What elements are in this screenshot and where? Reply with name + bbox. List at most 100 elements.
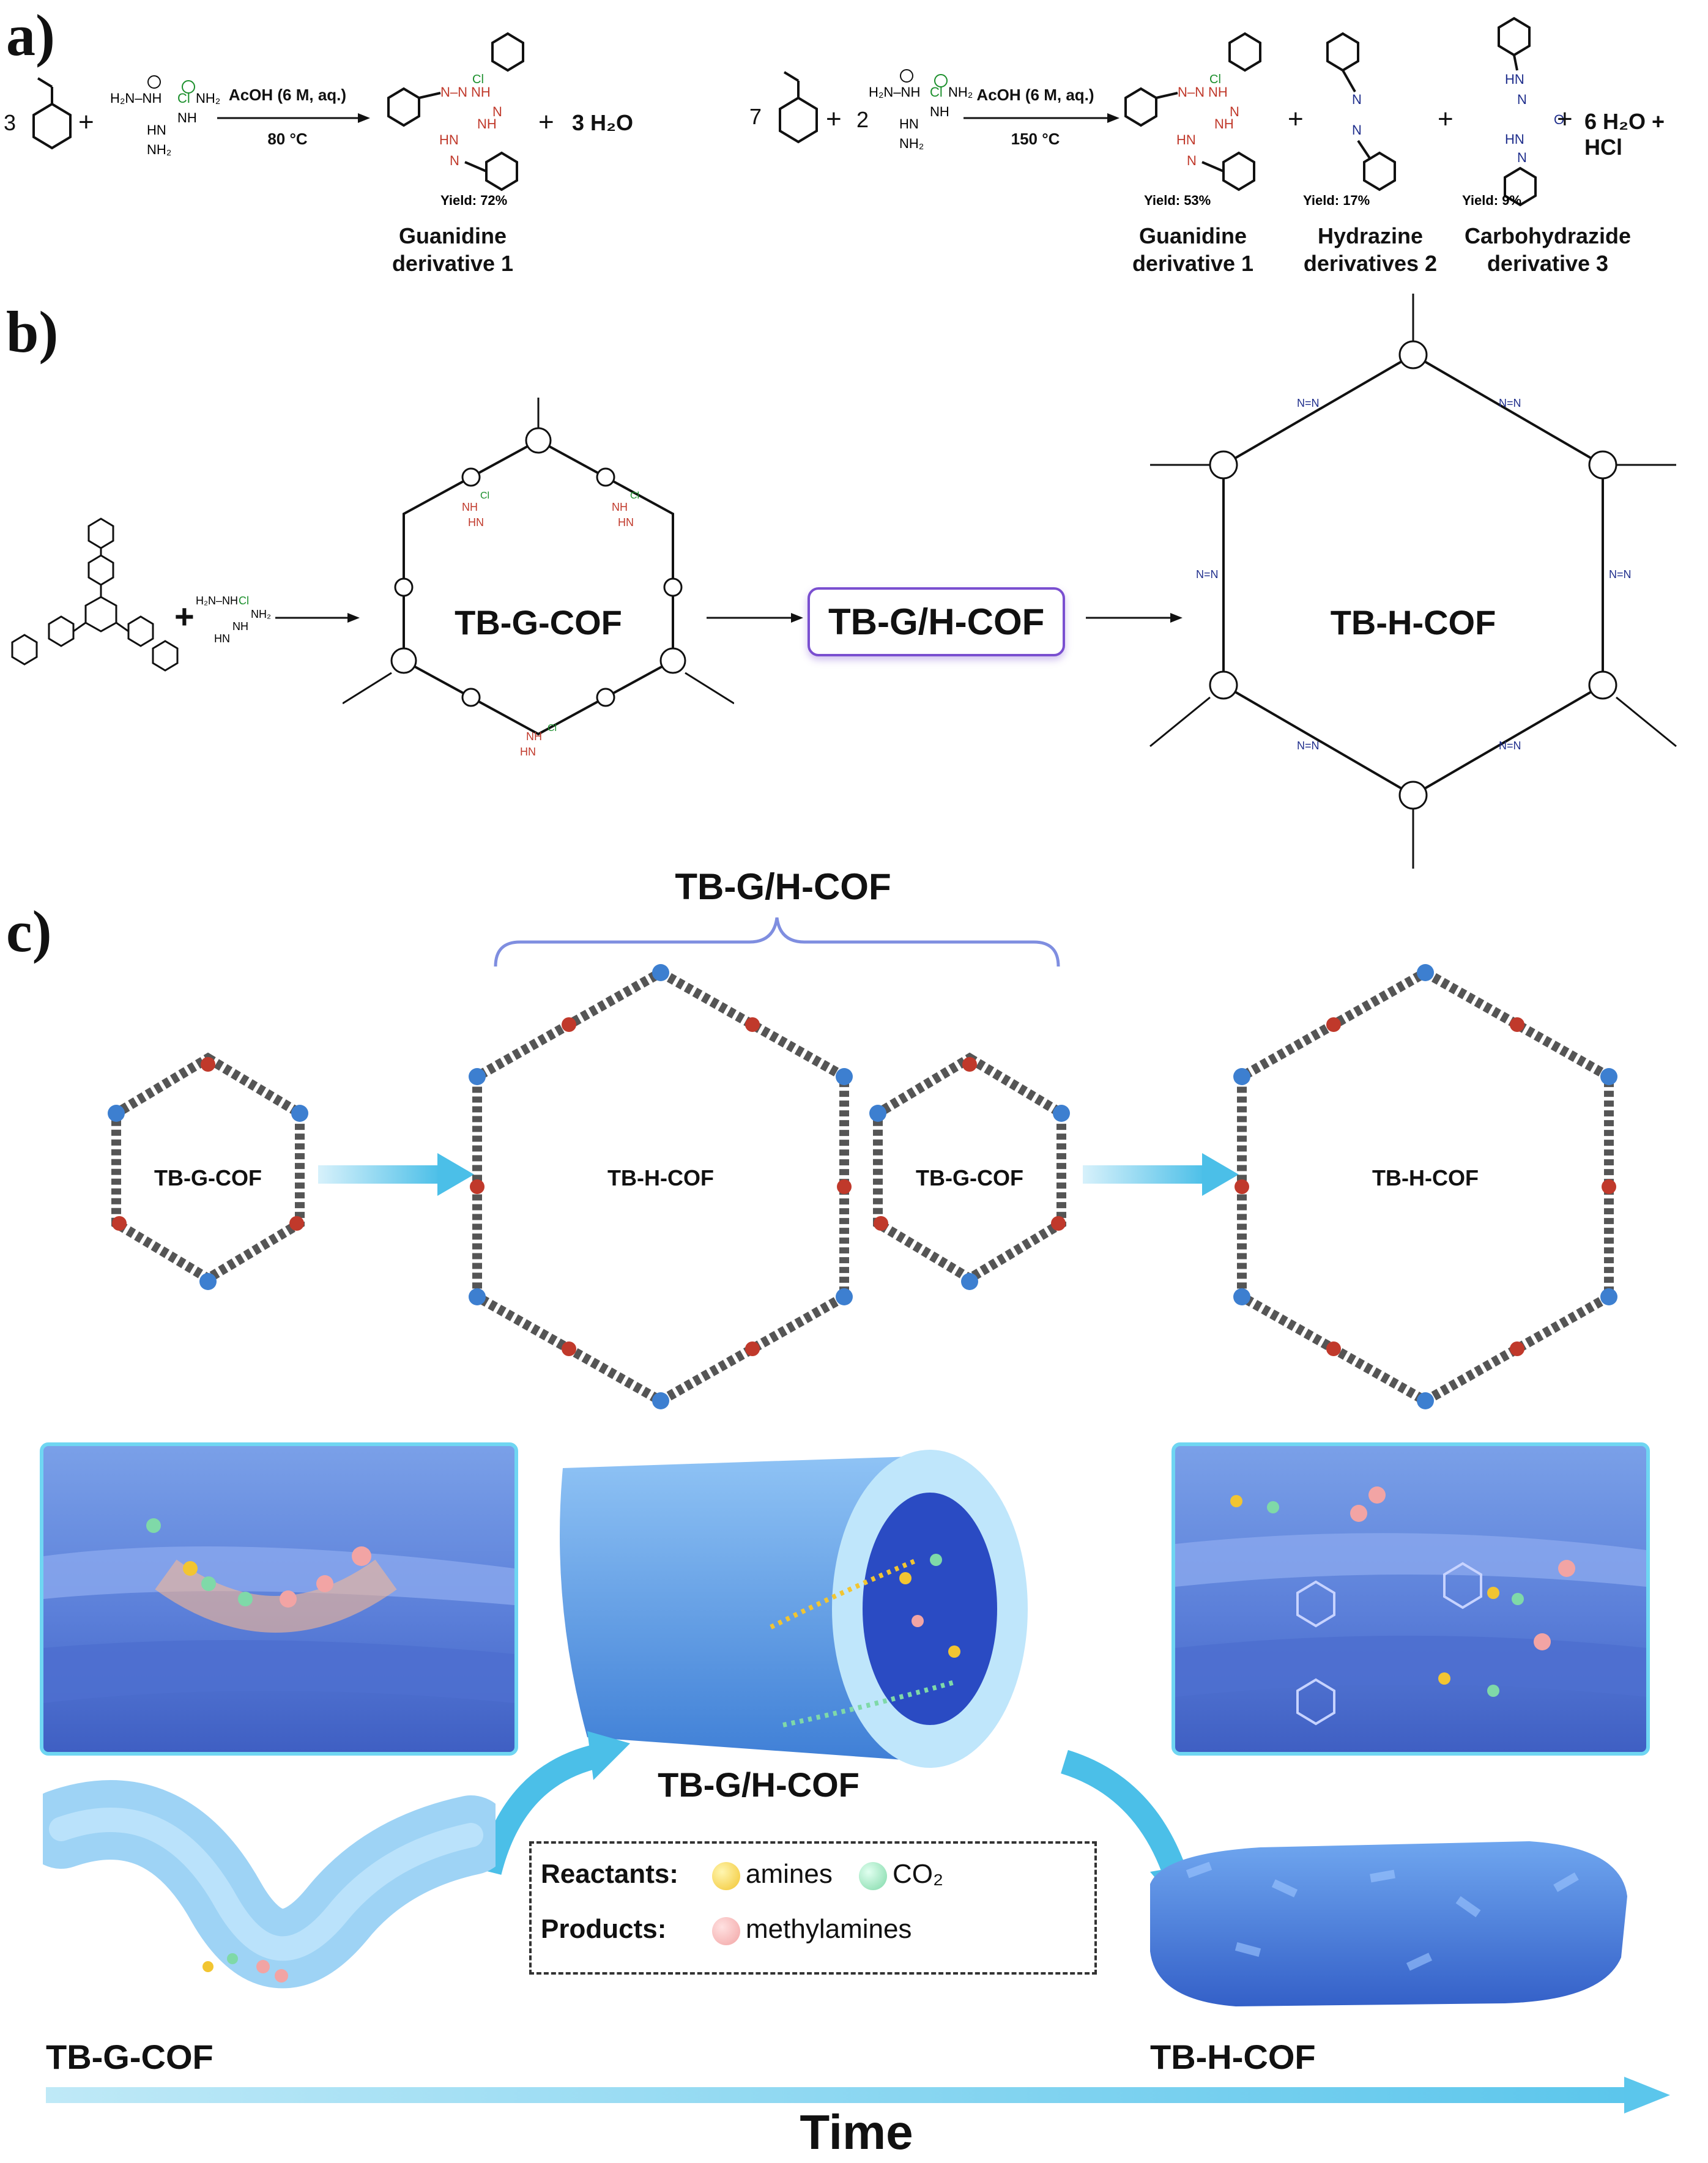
- tb-h-cof-molecular-model-2: [1233, 964, 1617, 1409]
- svg-text:N: N: [1230, 104, 1239, 119]
- caption-guanidine-2-line1: Guanidine: [1138, 223, 1247, 248]
- caption-guanidine-2-line2: derivative 1: [1132, 251, 1254, 276]
- benzaldehyde-structure-1: [32, 77, 72, 150]
- svg-text:N: N: [1352, 92, 1362, 107]
- bottom-label-tb-g-cof: TB-G-COF: [46, 2038, 214, 2076]
- svg-text:NH: NH: [1214, 116, 1234, 132]
- svg-text:N–N: N–N: [440, 84, 467, 100]
- time-arrow-shaft: [46, 2087, 1636, 2103]
- svg-text:NH: NH: [930, 104, 949, 119]
- svg-text:Yield: 72%: Yield: 72%: [440, 193, 507, 208]
- svg-text:N=N: N=N: [1499, 397, 1521, 409]
- svg-text:NH: NH: [477, 116, 497, 132]
- svg-text:N=N: N=N: [1499, 740, 1521, 752]
- tb-g-cof-tube: [43, 1780, 496, 1989]
- caption-carbohydrazide-line2: derivative 3: [1487, 251, 1609, 276]
- legend-products-label: Products:: [541, 1914, 667, 1944]
- svg-text:H₂N–NH: H₂N–NH: [196, 595, 238, 607]
- tb-g-cof-label-1: TB-G-COF: [154, 1165, 262, 1190]
- reaction-arrow-1: [217, 113, 370, 123]
- plus-sign: +: [826, 104, 842, 134]
- plus-sign: +: [1438, 104, 1454, 134]
- svg-text:HN: HN: [1505, 132, 1524, 147]
- plus-sign: +: [538, 107, 554, 137]
- svg-text:N: N: [450, 153, 459, 168]
- svg-text:NH: NH: [462, 501, 478, 513]
- svg-text:N: N: [1352, 122, 1362, 138]
- tb-h-cof-block: [1150, 1841, 1627, 2006]
- tb-g-cof-label-2: TB-G-COF: [916, 1165, 1023, 1190]
- svg-text:HN: HN: [1505, 72, 1524, 87]
- svg-text:N–N: N–N: [1178, 84, 1205, 100]
- tb-gh-cof-boxed-label: TB-G/H-COF: [808, 587, 1066, 656]
- panel-label-b: b): [6, 299, 59, 365]
- condition-r1-bottom: 80 °C: [267, 130, 308, 148]
- legend-co2: CO₂: [893, 1859, 944, 1889]
- svg-text:Cl: Cl: [239, 595, 249, 607]
- reaction-arrow-b1: [275, 613, 360, 623]
- svg-text:Cl: Cl: [177, 91, 190, 106]
- coef-benzaldehyde-1: 3: [4, 110, 17, 135]
- coef-benzaldehyde-2: 7: [749, 104, 762, 129]
- amine-sphere-icon: [712, 1862, 740, 1890]
- hydrazine-derivative-2-structure: N N Yield: 17%: [1303, 32, 1396, 208]
- co2-sphere-icon: [859, 1862, 887, 1890]
- tb-h-cof-label-1: TB-H-COF: [607, 1165, 714, 1190]
- guanidine-derivative-1-structure: N–N NH Cl N NH HN N Yield: 72%: [387, 32, 524, 208]
- svg-text:HN: HN: [147, 122, 166, 138]
- svg-text:HN: HN: [214, 633, 230, 645]
- svg-text:Cl: Cl: [1209, 73, 1221, 86]
- svg-text:Cl: Cl: [548, 723, 557, 733]
- arrow-gcof-to-hcof-1: [318, 1153, 474, 1196]
- caption-guanidine-1-line1: Guanidine: [398, 223, 507, 248]
- svg-text:N=N: N=N: [1297, 740, 1320, 752]
- legend-reactants-label: Reactants:: [541, 1859, 678, 1889]
- svg-text:H₂N–NH: H₂N–NH: [869, 84, 920, 100]
- triformyl-monomer-structure: [11, 518, 179, 672]
- svg-text:Yield: 53%: Yield: 53%: [1144, 193, 1211, 208]
- legend-amines: amines: [746, 1859, 833, 1889]
- byproduct-water-1: 3 H₂O: [572, 110, 634, 135]
- svg-text:N: N: [1187, 153, 1197, 168]
- curved-arrow-up: [477, 1731, 630, 1875]
- bottom-label-tb-h-cof: TB-H-COF: [1150, 2038, 1316, 2076]
- svg-text:HN: HN: [618, 516, 634, 529]
- svg-text:N: N: [492, 104, 502, 119]
- svg-text:N=N: N=N: [1196, 568, 1219, 581]
- svg-text:NH₂: NH₂: [147, 142, 171, 157]
- svg-text:HN: HN: [468, 516, 484, 529]
- plus-sign: +: [1288, 104, 1304, 134]
- legend-box: Reactants: amines CO₂ Products: methylam…: [529, 1841, 1097, 1975]
- svg-text:Cl: Cl: [630, 491, 639, 501]
- tb-h-cof-molecular-model-1: [469, 964, 853, 1409]
- inset-tb-g-cof-layers: [40, 1442, 518, 1756]
- caption-hydrazine-line2: derivatives 2: [1303, 251, 1438, 276]
- svg-text:NH₂: NH₂: [196, 91, 220, 106]
- tb-h-cof-label-2: TB-H-COF: [1372, 1165, 1479, 1190]
- svg-text:NH: NH: [471, 84, 491, 100]
- condition-r2-bottom: 150 °C: [1011, 130, 1060, 148]
- time-axis-label: Time: [800, 2105, 913, 2159]
- svg-text:NH: NH: [232, 620, 248, 633]
- tb-g-cof-molecular-model-1: [108, 1052, 308, 1290]
- svg-text:NH₂: NH₂: [948, 84, 973, 100]
- aminoguanidinium-structure-2: H₂N–NH NH₂ NH HN NH₂ Cl: [869, 69, 973, 151]
- tb-g-cof-label: TB-G-COF: [455, 603, 622, 642]
- tb-h-cof-label: TB-H-COF: [1330, 603, 1496, 642]
- caption-carbohydrazide-line1: Carbohydrazide: [1464, 223, 1632, 248]
- svg-text:N: N: [1517, 92, 1527, 107]
- svg-text:N=N: N=N: [1609, 568, 1632, 581]
- reaction-arrow-b2: [707, 613, 803, 623]
- arrow-gcof-to-hcof-2: [1083, 1153, 1239, 1196]
- guanidine-derivative-1-structure-r2: N–N NH Cl N NH HN N Yield: 53%: [1124, 32, 1261, 208]
- svg-text:Cl: Cl: [480, 491, 489, 501]
- panel-label-a: a): [6, 2, 55, 68]
- tb-h-cof-network: N=N N=N N=N N=N N=N N=N: [1149, 294, 1677, 869]
- tb-gh-cof-tube: [560, 1450, 1028, 1768]
- svg-text:NH₂: NH₂: [899, 136, 924, 151]
- tb-gh-cof-tube-label: TB-G/H-COF: [658, 1765, 860, 1804]
- condition-r1-top: AcOH (6 M, aq.): [228, 86, 347, 104]
- caption-hydrazine-line1: Hydrazine: [1317, 223, 1424, 248]
- svg-text:NH₂: NH₂: [251, 608, 271, 620]
- svg-text:NH: NH: [1208, 84, 1228, 100]
